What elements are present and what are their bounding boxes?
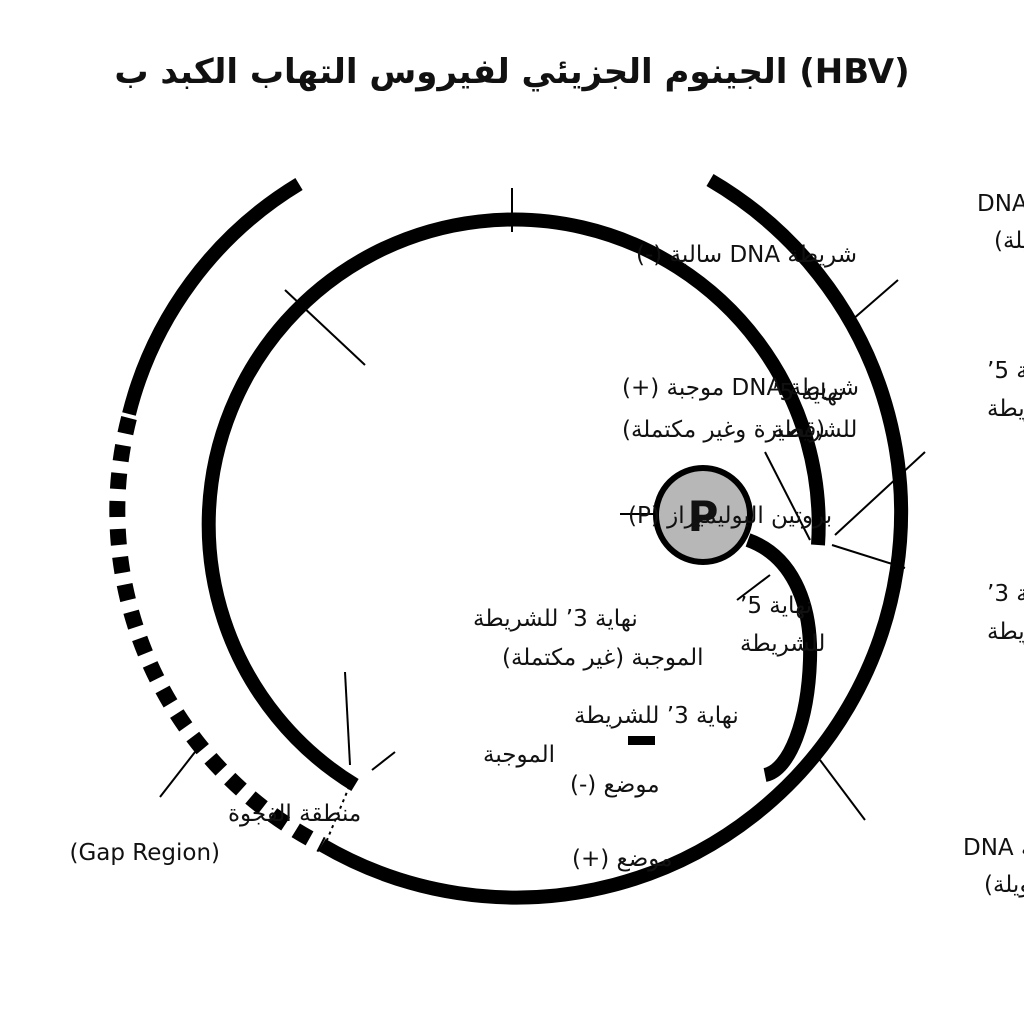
leader-neg-long-top <box>851 279 899 321</box>
label-plus-strand-line1: شريطة DNA موجبة (+) <box>622 375 859 401</box>
label-position-minus: موضع (-) <box>570 772 660 798</box>
label-gap-line2: (Gap Region) <box>69 840 220 866</box>
label-neg-long-top-line1: شريطة DNA <box>977 191 1024 217</box>
leader-five-prime-lower <box>736 574 771 601</box>
label-three-prime-plus-line1: نهاية 3’ للشريطة <box>574 703 739 729</box>
label-three-prime-incomplete-line2: الموجبة (غير مكتملة) <box>502 645 704 671</box>
diagram-title: الجينوم الجزيئي لفيروس التهاب الكبد ب (H… <box>114 52 909 92</box>
label-five-prime-right-line2: للشريطة <box>987 396 1024 422</box>
label-position-plus: موضع (+) <box>572 846 673 872</box>
label-five-prime-lower-line2: للشريطة <box>740 631 825 657</box>
leader-three-prime-incomplete <box>344 671 351 766</box>
label-gap-line1: منطقة الفجوة <box>228 801 361 827</box>
label-five-prime-right-line1: نهاية 5’ <box>987 358 1024 384</box>
leader-plus-strand <box>284 289 366 366</box>
label-five-prime-inner-line2: للشريطة <box>772 417 857 443</box>
minus-symbol-mark <box>628 736 655 745</box>
label-three-prime-incomplete-line1: نهاية 3’ للشريطة <box>473 606 638 632</box>
label-neg-long-bottom-line1: شريطة DNA <box>963 835 1024 861</box>
polymerase-p-symbol: P <box>688 492 719 541</box>
label-three-prime-right-line1: نهاية 3’ <box>987 581 1024 607</box>
plus-strand-hook <box>745 533 818 782</box>
leader-gap-region <box>159 751 196 798</box>
label-polymerase: بروتين البوليميراز (P) <box>628 503 832 529</box>
leader-five-prime-inner <box>764 451 811 541</box>
gap-region-dashed-arc <box>109 416 326 853</box>
leader-neg-long-bottom <box>819 759 866 821</box>
label-neg-long-top-line2: سالبة - (طويلة) <box>994 228 1024 254</box>
label-minus-strand: شريطة DNA سالبة (-) <box>636 242 857 268</box>
polymerase-circle <box>653 465 753 565</box>
label-five-prime-inner-line1: نهاية 5’ <box>772 380 844 406</box>
outer-negative-strand <box>318 173 908 905</box>
label-three-prime-plus-line2: الموجبة <box>483 742 555 768</box>
label-neg-long-bottom-line2: سالبة - (طويلة) <box>984 872 1024 898</box>
outer-negative-strand-upper-left <box>122 178 303 416</box>
leader-five-prime-right <box>834 451 926 536</box>
leader-three-prime-plus <box>371 751 396 771</box>
label-plus-strand-line2: (قصيرة وغير مكتملة) <box>622 417 825 443</box>
label-five-prime-lower-line1: نهاية 5’ <box>740 593 812 619</box>
label-three-prime-right-line2: للشريطة <box>987 619 1024 645</box>
inner-minus-strand <box>201 212 826 791</box>
leader-three-prime-right <box>831 544 906 569</box>
